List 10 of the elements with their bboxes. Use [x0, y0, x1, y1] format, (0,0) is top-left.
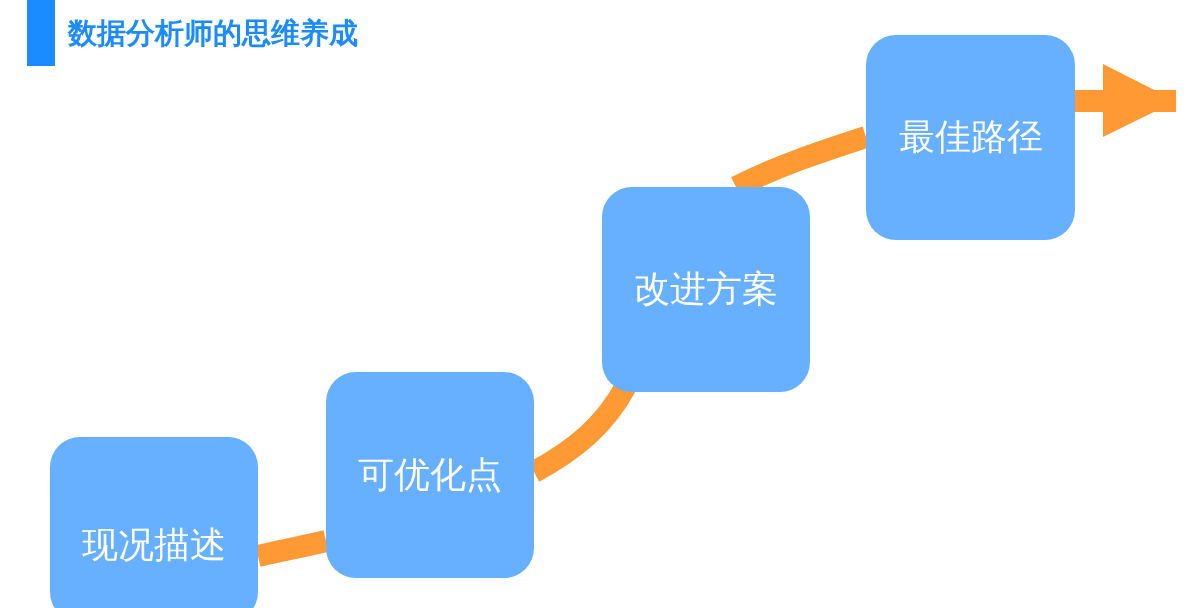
- step-label: 现况描述: [82, 523, 226, 567]
- step-box: [50, 437, 258, 608]
- step-label: 改进方案: [634, 267, 778, 311]
- step-label: 可优化点: [358, 452, 502, 497]
- arrow: [1075, 64, 1176, 137]
- title: 数据分析师的思维养成: [68, 15, 358, 52]
- step-box: [602, 187, 810, 392]
- step-box: [866, 35, 1075, 240]
- step-box: [326, 372, 534, 578]
- step-label: 最佳路径: [898, 115, 1043, 159]
